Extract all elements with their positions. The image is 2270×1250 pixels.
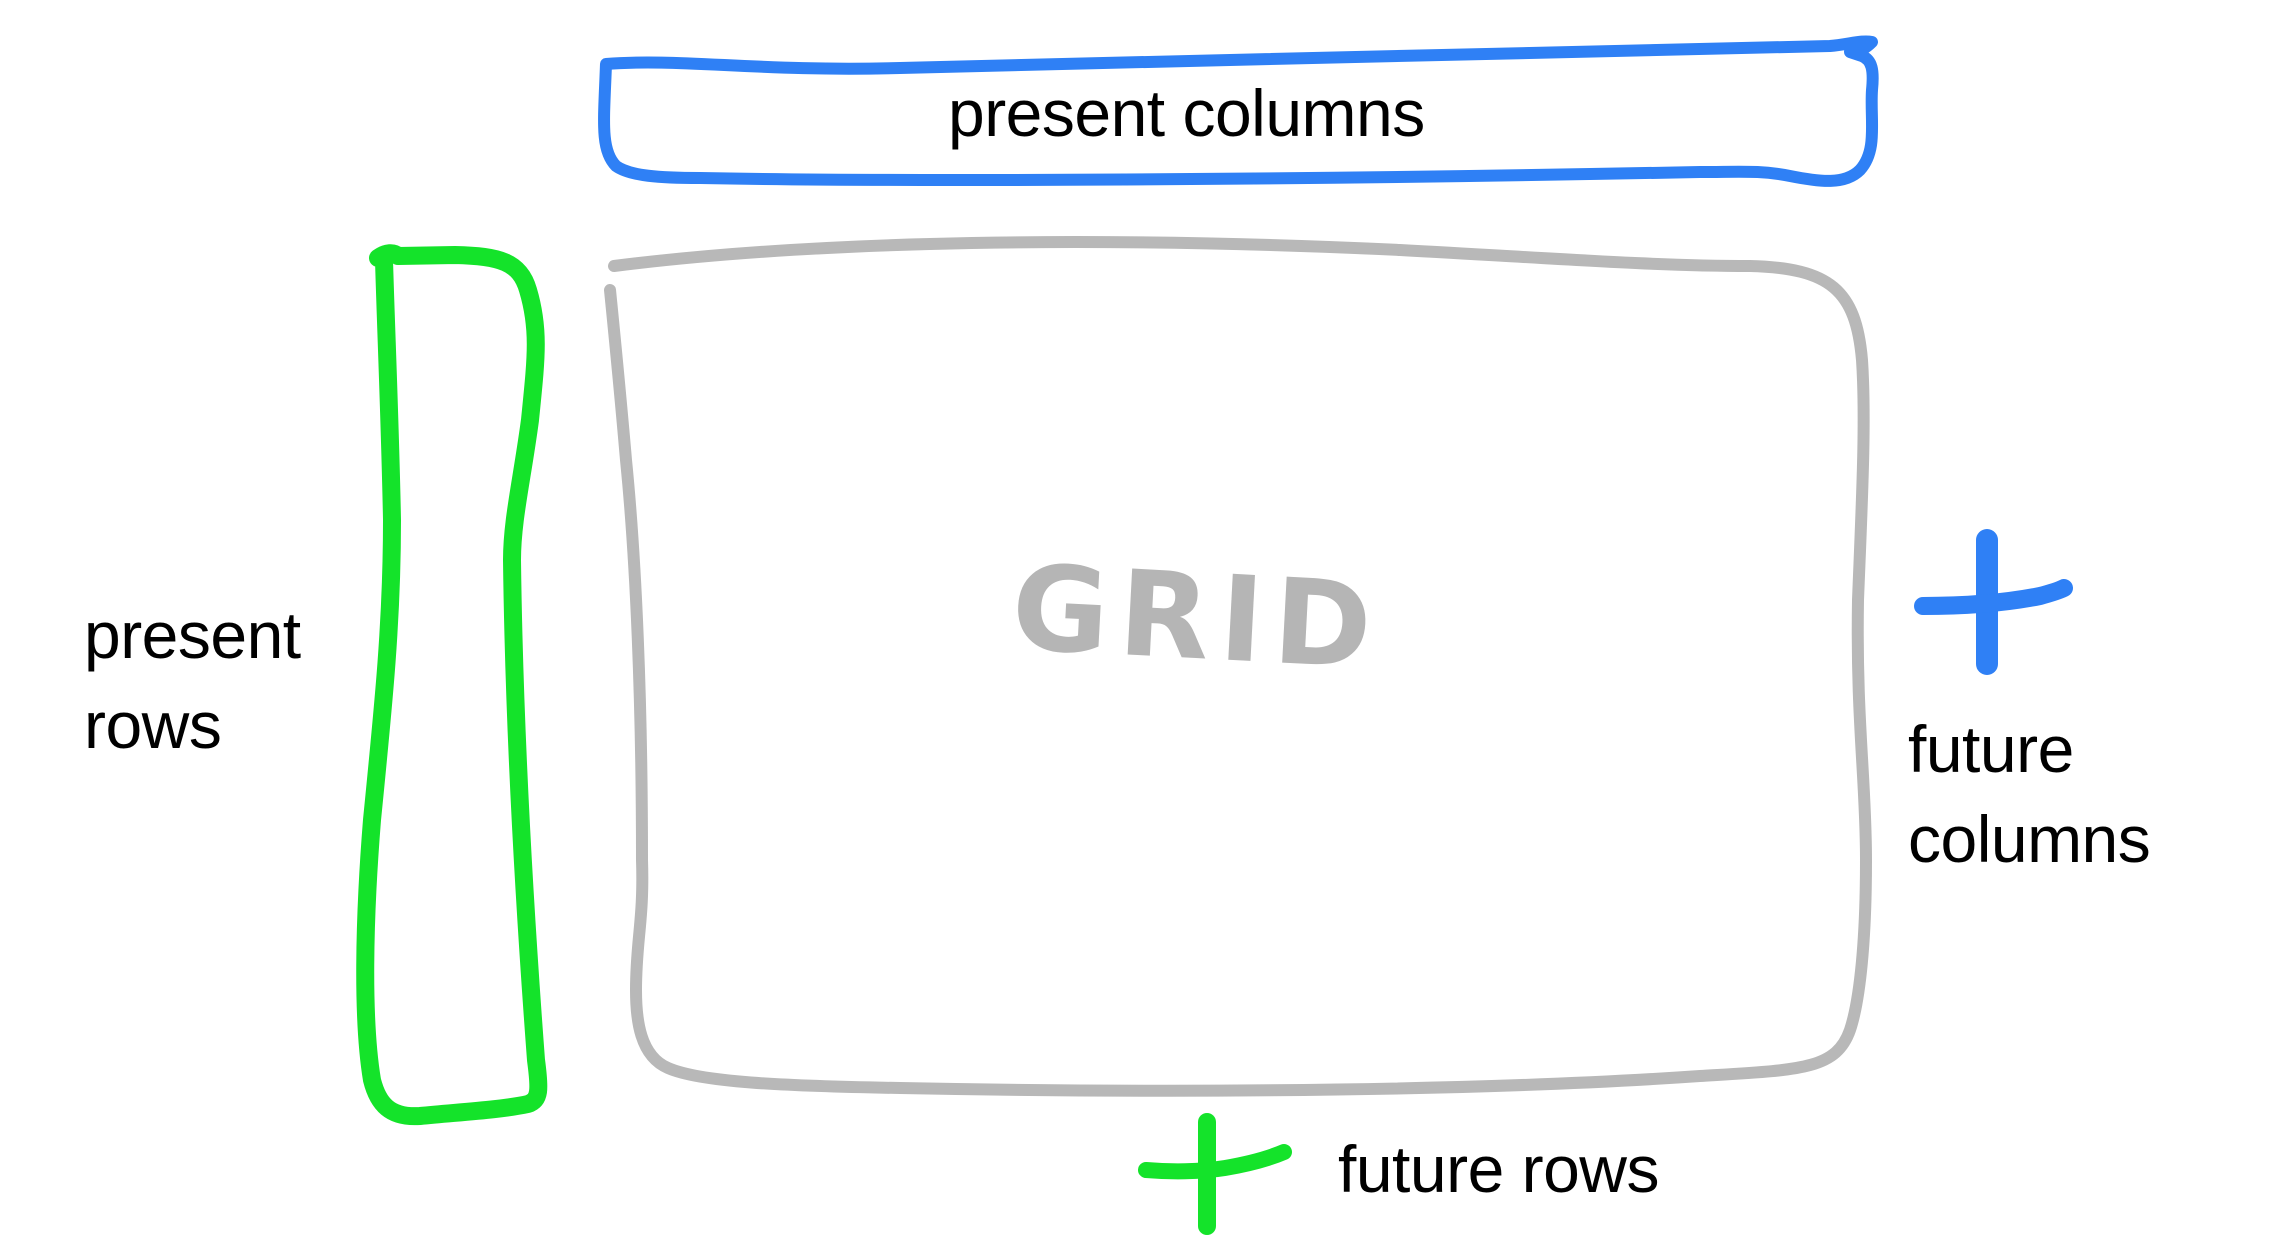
future-columns-label-line-1: future: [1908, 712, 2074, 786]
present-rows-label: present rows: [84, 590, 301, 770]
future-columns-label-line-2: columns: [1908, 802, 2151, 876]
future-rows-plus-icon: [1138, 1113, 1292, 1235]
future-columns-label: future columns: [1908, 704, 2151, 884]
present-columns-box: [598, 35, 1879, 187]
grid-title: GRID: [1008, 538, 1385, 696]
present-rows-label-line-2: rows: [84, 688, 222, 762]
grid-box: [604, 236, 1872, 1097]
future-rows-label: future rows: [1338, 1132, 1659, 1206]
future-columns-plus-icon: [1914, 529, 2073, 675]
present-rows-label-line-1: present: [84, 598, 301, 672]
present-rows-box: [356, 244, 548, 1126]
present-columns-label: present columns: [948, 76, 1425, 150]
